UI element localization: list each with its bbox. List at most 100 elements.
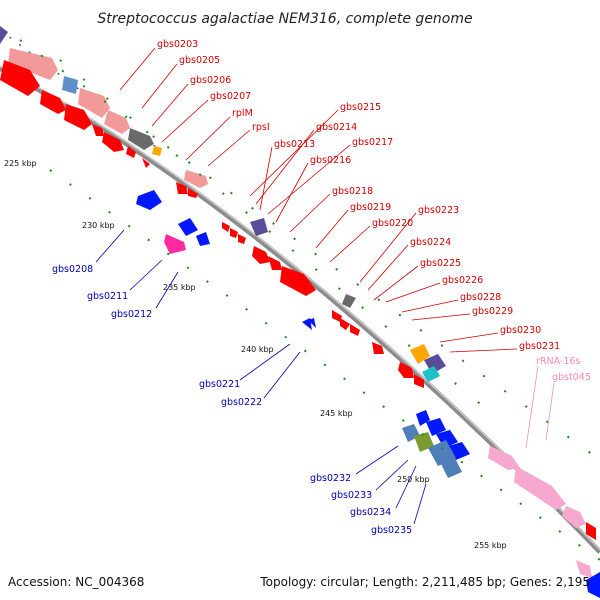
reverse-strand-arrows: [136, 190, 470, 478]
gene-block-gray: [128, 128, 154, 150]
leader-line: [141, 63, 178, 109]
leader-line: [355, 445, 399, 475]
leader-line: [267, 144, 351, 215]
kbp-label-250: 250 kbp: [397, 475, 430, 484]
rna-labels: rRNA-16s gbst045: [525, 356, 591, 449]
gene-block-orange-2: [410, 344, 430, 364]
gene-block-pink-7: [562, 506, 586, 528]
leader-line: [385, 282, 441, 303]
gene-arrow-14: [268, 256, 282, 270]
leader-line: [259, 146, 273, 211]
gene-label-gbs0216: gbs0216: [310, 155, 351, 166]
gene-label-gbs0225: gbs0225: [420, 258, 461, 269]
gene-label-gbs0211: gbs0211: [87, 291, 128, 302]
leader-line: [185, 116, 231, 161]
gene-label-rplM: rplM: [232, 108, 253, 119]
leader-line: [155, 271, 179, 309]
leader-line: [95, 229, 125, 263]
forward-strand-arrows: [0, 60, 600, 598]
forward-gene-labels: gbs0203 gbs0205 gbs0206 gbs0207 rplM rps…: [119, 39, 560, 353]
gene-label-gbs0212: gbs0212: [111, 309, 152, 320]
gene-label-gbs0215: gbs0215: [340, 102, 381, 113]
gene-label-gbs0223: gbs0223: [418, 205, 459, 216]
gene-label-rRNA-16s: rRNA-16s: [536, 356, 580, 367]
kbp-label-240: 240 kbp: [241, 345, 274, 354]
gene-arrow-16: [332, 310, 342, 322]
leader-line: [151, 83, 189, 127]
kbp-labels: 225 kbp 230 kbp 235 kbp 240 kbp 245 kbp …: [4, 159, 507, 550]
gene-arrow-7: [142, 158, 150, 168]
leader-line: [315, 209, 349, 249]
gene-arrow-rev-3: [196, 232, 210, 246]
kbp-label-255: 255 kbp: [474, 541, 507, 550]
gene-block-cyan: [422, 366, 440, 382]
gene-arrow-4: [92, 124, 104, 136]
gene-block-pink-3: [104, 110, 130, 134]
gene-label-gbs0203: gbs0203: [157, 39, 198, 50]
gene-label-gbs0224: gbs0224: [410, 237, 451, 248]
gene-label-gbs0208: gbs0208: [52, 264, 93, 275]
gene-arrow-rev-7: [426, 418, 446, 436]
leader-line: [367, 244, 409, 291]
gene-label-gbs0226: gbs0226: [442, 275, 483, 286]
leader-line: [289, 193, 331, 233]
gene-label-gbs0229: gbs0229: [472, 306, 513, 317]
upper-band: [0, 26, 162, 156]
gene-arrow-2: [40, 90, 66, 114]
gene-label-gbs0232: gbs0232: [310, 473, 351, 484]
gene-arrow-3: [64, 104, 92, 130]
gene-block-blue-1: [62, 76, 78, 94]
gene-arrow-rev-1: [136, 190, 162, 210]
leader-line: [359, 212, 417, 283]
gene-block-pink-2: [78, 88, 110, 118]
gene-label-gbs0221: gbs0221: [199, 379, 240, 390]
leader-line: [373, 265, 419, 301]
gene-arrow-5: [102, 132, 124, 152]
gene-label-gbs0218: gbs0218: [332, 186, 373, 197]
gene-arrow-21: [414, 374, 424, 388]
kbp-label-245: 245 kbp: [320, 409, 353, 418]
leader-line: [413, 483, 427, 525]
leader-line: [395, 465, 417, 509]
gene-arrow-22: [586, 522, 596, 540]
gene-block-purple-2: [250, 218, 268, 236]
gene-block-gray-2: [342, 294, 356, 308]
kbp-label-225: 225 kbp: [4, 159, 37, 168]
gene-block-orange: [152, 146, 162, 156]
gene-arrow-9: [188, 188, 198, 198]
gene-arrow-11: [230, 228, 238, 238]
gene-arrow-12: [238, 234, 246, 244]
leader-line: [239, 343, 291, 381]
gene-label-gbs0228: gbs0228: [460, 292, 501, 303]
kbp-label-235: 235 kbp: [163, 283, 196, 292]
leader-line: [449, 348, 518, 353]
leader-line: [329, 225, 371, 263]
map-title: Streptococcus agalactiae NEM316, complet…: [97, 11, 472, 27]
gene-label-gbs0222: gbs0222: [221, 397, 262, 408]
leader-line: [161, 99, 209, 143]
tick-tracks: [19, 39, 600, 561]
leader-line: [255, 129, 315, 205]
gene-block-pink-4: [184, 170, 208, 188]
leader-line: [375, 459, 409, 491]
gene-label-gbs0214: gbs0214: [316, 122, 357, 133]
gene-label-gbst045: gbst045: [552, 372, 591, 383]
gene-block-pink-1: [8, 48, 58, 80]
gene-block-steel-3: [440, 456, 462, 478]
gene-label-gbs0235: gbs0235: [371, 525, 412, 536]
gene-label-gbs0217: gbs0217: [352, 137, 393, 148]
gene-block-pink-5: [488, 446, 520, 470]
gene-label-gbs0231: gbs0231: [519, 341, 560, 352]
gene-label-gbs0234: gbs0234: [350, 507, 391, 518]
leader-line: [545, 382, 555, 441]
leader-line: [129, 259, 163, 291]
gene-arrow-10: [222, 222, 230, 232]
leader-line: [401, 299, 459, 313]
genome-backbone-highlight: [0, 65, 600, 551]
gene-arrow-18: [350, 324, 360, 336]
gene-arrow-17: [340, 318, 350, 330]
gene-label-gbs0233: gbs0233: [331, 490, 372, 501]
gene-arrow-1: [0, 60, 40, 96]
gene-arrow-13: [252, 246, 270, 264]
